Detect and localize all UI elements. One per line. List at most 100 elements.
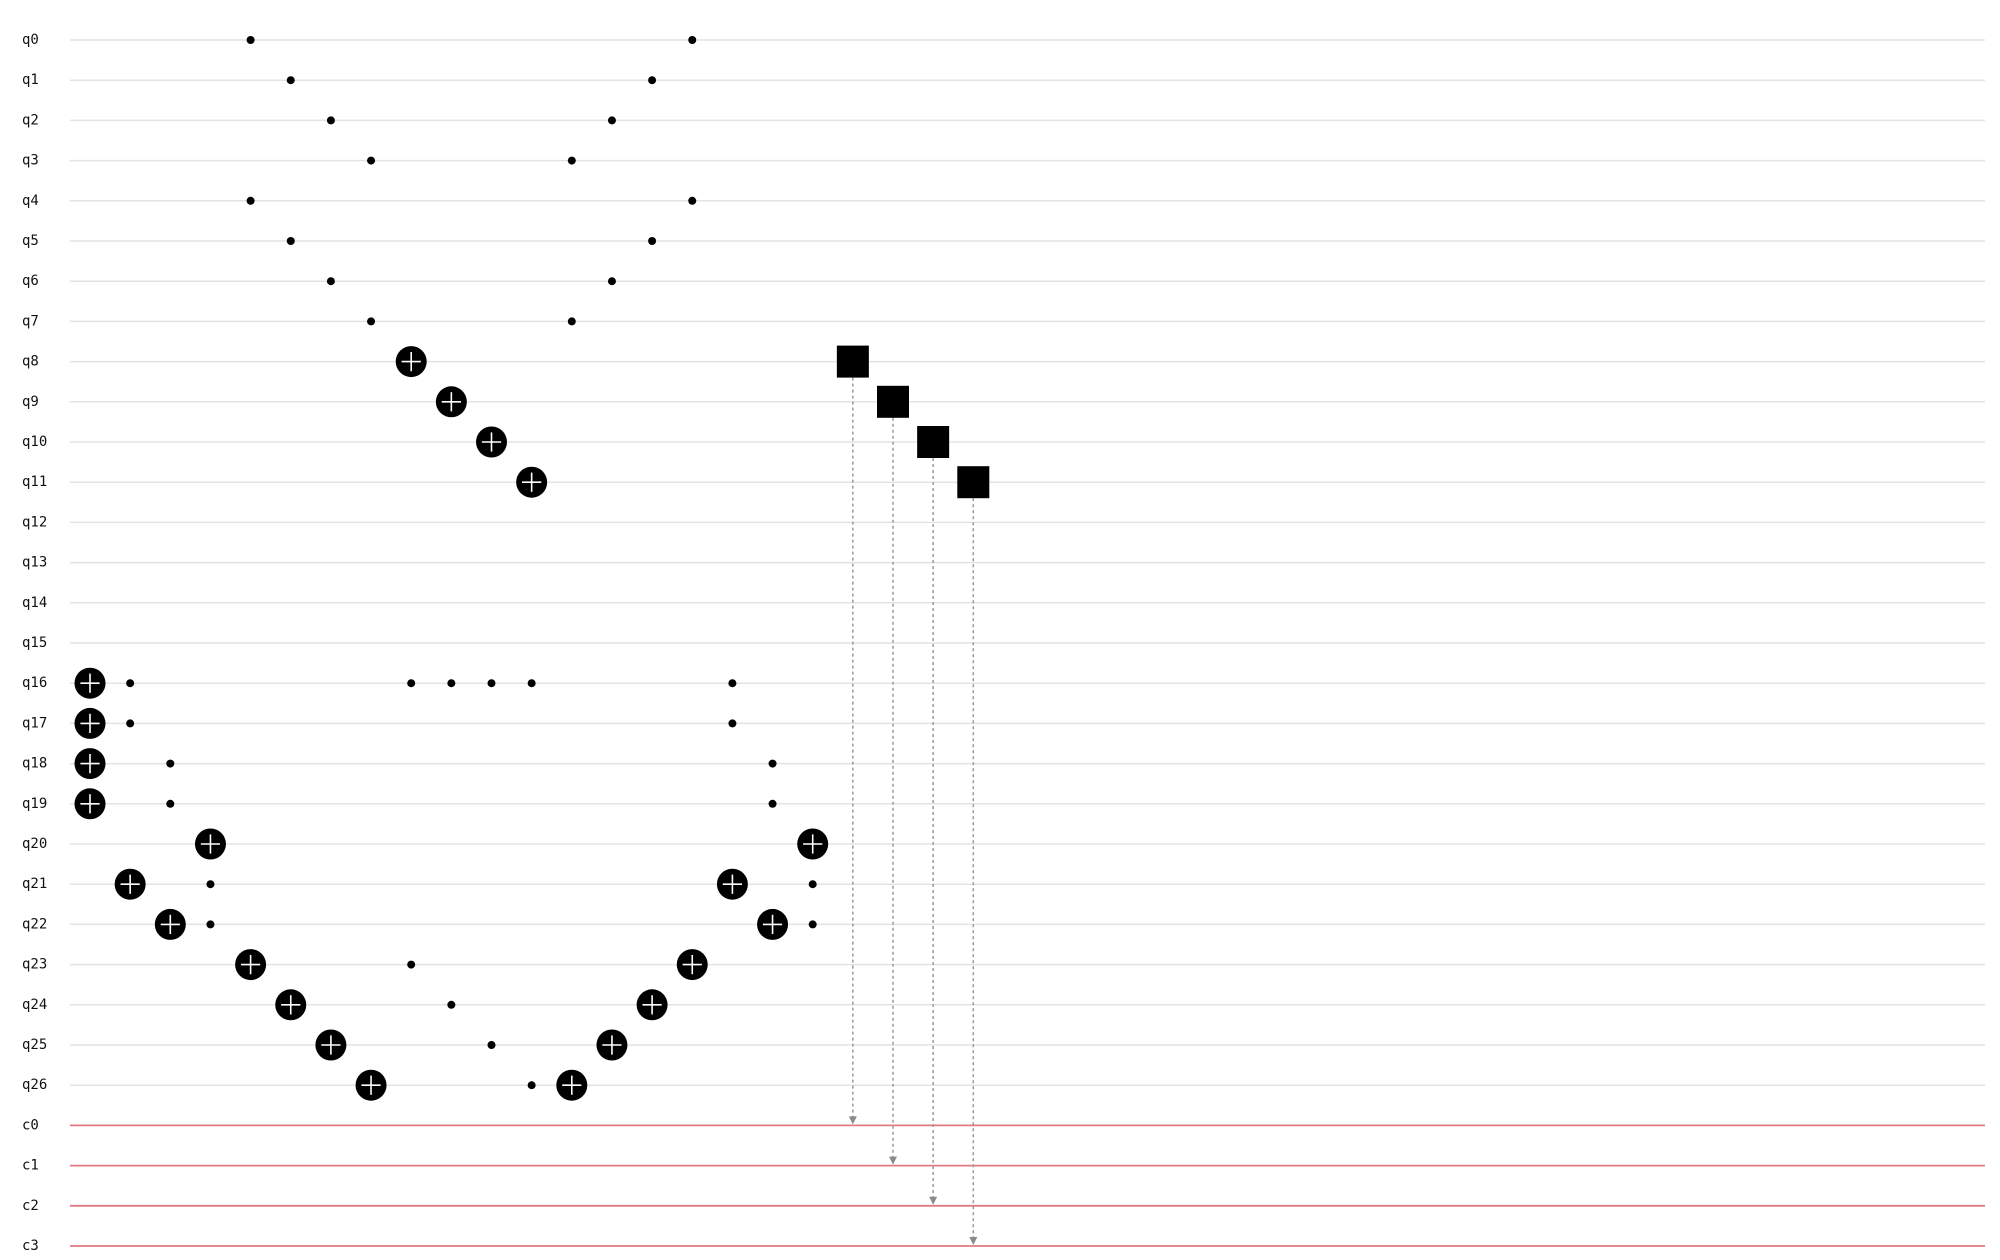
measure-gate — [917, 426, 950, 458]
cnot-target-icon — [395, 346, 427, 378]
cnot-target-icon — [74, 788, 106, 820]
measure-gate — [877, 385, 909, 418]
cnot-target-icon — [114, 868, 146, 900]
cnot-target-icon — [676, 949, 708, 981]
measure-gate — [836, 345, 869, 378]
measure-gate — [957, 466, 990, 499]
cnot-target-icon — [74, 667, 106, 699]
control-dot — [206, 880, 215, 889]
control-dot — [648, 76, 657, 85]
cnot-target-icon — [516, 466, 548, 498]
cnot-target-icon — [315, 1029, 347, 1061]
control-dot — [688, 36, 697, 44]
control-dot — [728, 679, 737, 688]
qubit-label-q12: q12 — [22, 514, 47, 530]
cnot-target-icon — [194, 828, 226, 860]
qubit-label-q15: q15 — [22, 635, 47, 651]
qubit-label-q26: q26 — [22, 1077, 47, 1093]
control-dot — [648, 237, 657, 245]
qubit-label-q4: q4 — [22, 193, 39, 209]
cnot-target-icon — [275, 989, 307, 1021]
cnot-target-icon — [154, 908, 186, 940]
cnot-target-icon — [235, 949, 267, 981]
wires-layer: q0 q1 q2 q3 q4 q5 q6 q7 q8 q9 q10 q11 q12 q13 q14 q15 q1… — [22, 32, 1985, 1254]
cnot-target-icon — [74, 748, 106, 780]
cnot-target-icon — [797, 828, 829, 860]
control-dot — [367, 156, 376, 165]
measure-arrow-icon — [929, 1196, 938, 1205]
cnot-target-icon — [556, 1069, 588, 1101]
control-dot — [808, 880, 817, 889]
gates-layer — [74, 36, 990, 1101]
control-dot — [527, 679, 536, 688]
qubit-label-q9: q9 — [22, 394, 39, 410]
control-dot — [286, 76, 295, 85]
control-dot — [527, 1081, 536, 1090]
control-dot — [487, 679, 496, 688]
cnot-target-icon — [757, 908, 789, 940]
measure-arrow-icon — [889, 1156, 897, 1165]
control-dot — [808, 920, 817, 929]
control-dot — [126, 719, 135, 728]
qubit-label-q5: q5 — [22, 233, 39, 249]
control-dot — [326, 277, 335, 286]
qubit-label-q8: q8 — [22, 354, 39, 370]
measure-arrow-icon — [848, 1116, 857, 1125]
qubit-label-q14: q14 — [22, 595, 47, 611]
cnot-target-icon — [74, 707, 106, 739]
control-dot — [768, 759, 777, 768]
qubit-label-q6: q6 — [22, 273, 39, 289]
measure-arrow-icon — [969, 1237, 978, 1245]
control-dot — [126, 679, 135, 688]
cnot-target-icon — [596, 1029, 628, 1061]
control-dot — [367, 317, 376, 326]
control-dot — [768, 799, 777, 808]
control-dot — [607, 116, 616, 125]
control-dot — [166, 799, 175, 808]
qubit-label-q2: q2 — [22, 112, 39, 128]
control-dot — [206, 920, 215, 929]
control-dot — [567, 317, 576, 326]
cnot-target-icon — [716, 868, 748, 900]
control-dot — [487, 1041, 496, 1049]
control-dot — [728, 719, 737, 728]
control-dot — [407, 960, 416, 969]
clbit-label-c3: c3 — [22, 1238, 39, 1254]
control-dot — [607, 277, 616, 286]
clbit-label-c1: c1 — [22, 1158, 39, 1174]
qubit-label-q23: q23 — [22, 957, 47, 973]
qubit-label-q22: q22 — [22, 916, 47, 932]
qubit-label-q1: q1 — [22, 72, 39, 88]
cnot-target-icon — [355, 1069, 387, 1101]
cnot-target-icon — [435, 386, 467, 418]
qubit-label-q18: q18 — [22, 756, 47, 772]
measure-links-layer — [848, 377, 978, 1245]
qubit-label-q13: q13 — [22, 555, 47, 571]
qubit-label-q17: q17 — [22, 715, 47, 731]
control-dot — [166, 759, 175, 768]
qubit-label-q10: q10 — [22, 434, 47, 450]
cnot-target-icon — [636, 989, 668, 1021]
control-dot — [567, 156, 576, 165]
qubit-label-q3: q3 — [22, 153, 39, 169]
qubit-label-q7: q7 — [22, 313, 39, 329]
qubit-label-q21: q21 — [22, 876, 47, 892]
qubit-label-q0: q0 — [22, 32, 39, 48]
control-dot — [407, 679, 416, 688]
control-dot — [326, 116, 335, 125]
qubit-label-q25: q25 — [22, 1037, 47, 1053]
clbit-label-c0: c0 — [22, 1117, 39, 1133]
qubit-label-q20: q20 — [22, 836, 47, 852]
qubit-label-q16: q16 — [22, 675, 47, 691]
control-dot — [688, 196, 697, 205]
control-dot — [246, 36, 255, 44]
qubit-label-q19: q19 — [22, 796, 47, 812]
qubit-label-q24: q24 — [22, 997, 47, 1013]
control-dot — [286, 237, 295, 245]
cnot-target-icon — [476, 426, 507, 458]
qubit-label-q11: q11 — [22, 474, 47, 490]
clbit-label-c2: c2 — [22, 1198, 39, 1214]
control-dot — [447, 679, 456, 688]
control-dot — [447, 1000, 456, 1009]
